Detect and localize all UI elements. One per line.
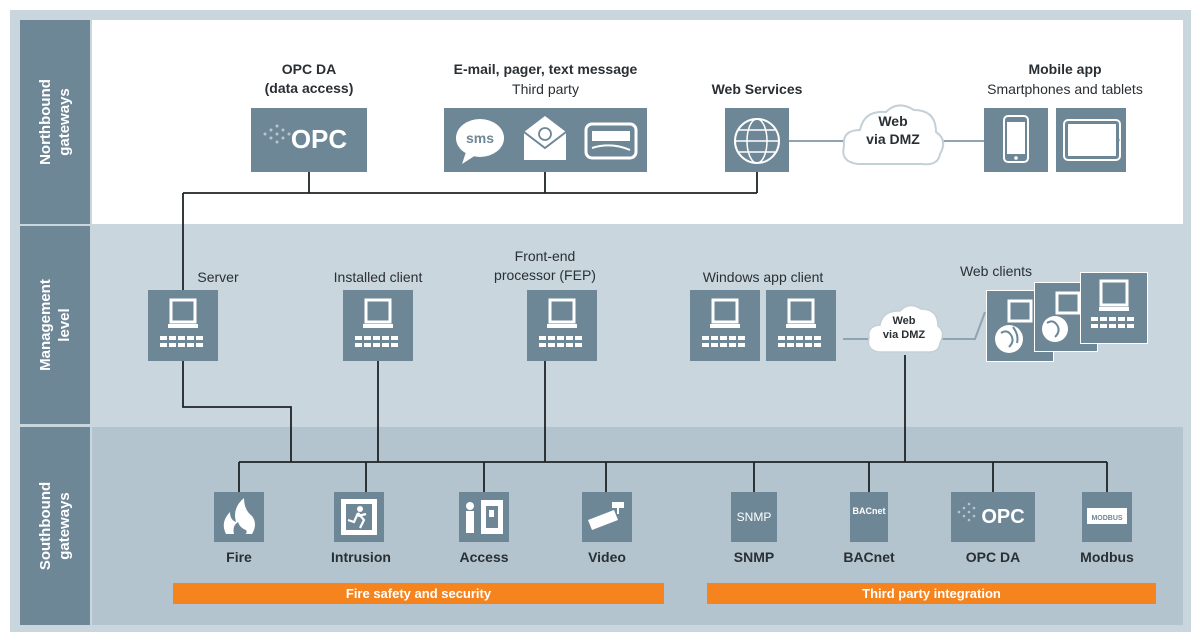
web-clients-label: Web clients bbox=[959, 263, 1033, 279]
computer-icon bbox=[702, 298, 745, 347]
cloud-north-label: Web via DMZ bbox=[866, 113, 920, 147]
sms-bubble-icon: sms bbox=[456, 119, 504, 164]
web-client-icon bbox=[995, 299, 1033, 353]
cloud-management bbox=[867, 304, 944, 353]
group-fire-safety: Fire safety and security bbox=[173, 583, 664, 604]
mobile-title: Mobile app bbox=[1028, 61, 1102, 77]
intrusion-icon bbox=[341, 499, 377, 535]
camera-icon bbox=[588, 502, 624, 530]
server-tile bbox=[148, 290, 218, 361]
email-title: E-mail, pager, text message bbox=[453, 61, 638, 77]
video-tile bbox=[582, 492, 632, 542]
globe-icon bbox=[734, 118, 780, 164]
computer-icon bbox=[539, 298, 582, 347]
mobile-tablet-tile bbox=[1056, 108, 1126, 172]
modbus-logo-text: MODBUS bbox=[1091, 515, 1122, 522]
email-tile: sms bbox=[444, 108, 647, 172]
opc-south-tile: OPC bbox=[951, 492, 1035, 542]
web-client-icon bbox=[1042, 291, 1081, 342]
snmp-tile-text: SNMP bbox=[736, 510, 772, 524]
bacnet-tile: BACnet bbox=[850, 492, 888, 542]
webservices-tile bbox=[725, 108, 789, 172]
pager-icon bbox=[584, 122, 638, 160]
intrusion-label: Intrusion bbox=[331, 549, 391, 565]
opc-logo-text: OPC bbox=[291, 124, 348, 154]
installed-client-tile bbox=[343, 290, 413, 361]
access-label: Access bbox=[459, 549, 509, 565]
fire-tile bbox=[214, 492, 264, 542]
side-northbound: Northbound gateways bbox=[20, 20, 90, 224]
opc-title: OPC DA (data access) bbox=[264, 61, 354, 96]
access-tile bbox=[459, 492, 509, 542]
installed-client-label: Installed client bbox=[333, 269, 423, 285]
line-cloud-webclients bbox=[940, 311, 986, 340]
fire-icon bbox=[223, 498, 255, 534]
tablet-icon bbox=[1063, 119, 1121, 161]
fep-tile bbox=[527, 290, 597, 361]
group-third-party: Third party integration bbox=[707, 583, 1156, 604]
computer-icon bbox=[778, 298, 821, 347]
side-management: Management level bbox=[20, 226, 90, 424]
windows-app-client-label: Windows app client bbox=[702, 269, 824, 285]
modbus-tile: MODBUS bbox=[1082, 492, 1132, 542]
webservices-title: Web Services bbox=[711, 81, 803, 97]
cloud-management-label: Web via DMZ bbox=[882, 315, 926, 341]
bacnet-logo-text: BACnet bbox=[852, 506, 886, 516]
mobile-subtitle: Smartphones and tablets bbox=[987, 81, 1143, 97]
access-door-icon bbox=[466, 500, 503, 534]
opc-south-logo-text: OPC bbox=[981, 506, 1024, 528]
modbus-logo-icon bbox=[1087, 508, 1127, 524]
snmp-label: SNMP bbox=[733, 549, 775, 565]
intrusion-tile bbox=[334, 492, 384, 542]
svg-text:sms: sms bbox=[466, 130, 494, 146]
line-server-down bbox=[182, 361, 292, 462]
smartphone-icon bbox=[1003, 115, 1029, 163]
modbus-label: Modbus bbox=[1080, 549, 1134, 565]
cloud-north bbox=[842, 104, 945, 166]
opc-logo-icon: OPC bbox=[263, 124, 348, 154]
server-label: Server bbox=[197, 269, 239, 285]
opc-logo-icon: OPC bbox=[957, 502, 1025, 528]
windows-client-tile-1 bbox=[690, 290, 760, 361]
opc-south-label: OPC DA bbox=[965, 549, 1021, 565]
snmp-tile: SNMP bbox=[731, 492, 777, 542]
opc-tile: OPC bbox=[251, 108, 367, 172]
fire-label: Fire bbox=[226, 549, 252, 565]
video-label: Video bbox=[588, 549, 626, 565]
email-subtitle: Third party bbox=[512, 81, 579, 97]
mobile-phone-tile bbox=[984, 108, 1048, 172]
side-southbound: Southbound gateways bbox=[20, 427, 90, 625]
windows-client-tile-2 bbox=[766, 290, 836, 361]
bacnet-label: BACnet bbox=[843, 549, 895, 565]
web-client-tile-3 bbox=[1080, 272, 1148, 344]
computer-icon bbox=[160, 298, 203, 347]
computer-icon bbox=[355, 298, 398, 347]
envelope-icon bbox=[523, 116, 567, 160]
web-client-icon bbox=[1091, 279, 1134, 328]
fep-label: Front-end processor (FEP) bbox=[494, 248, 596, 283]
